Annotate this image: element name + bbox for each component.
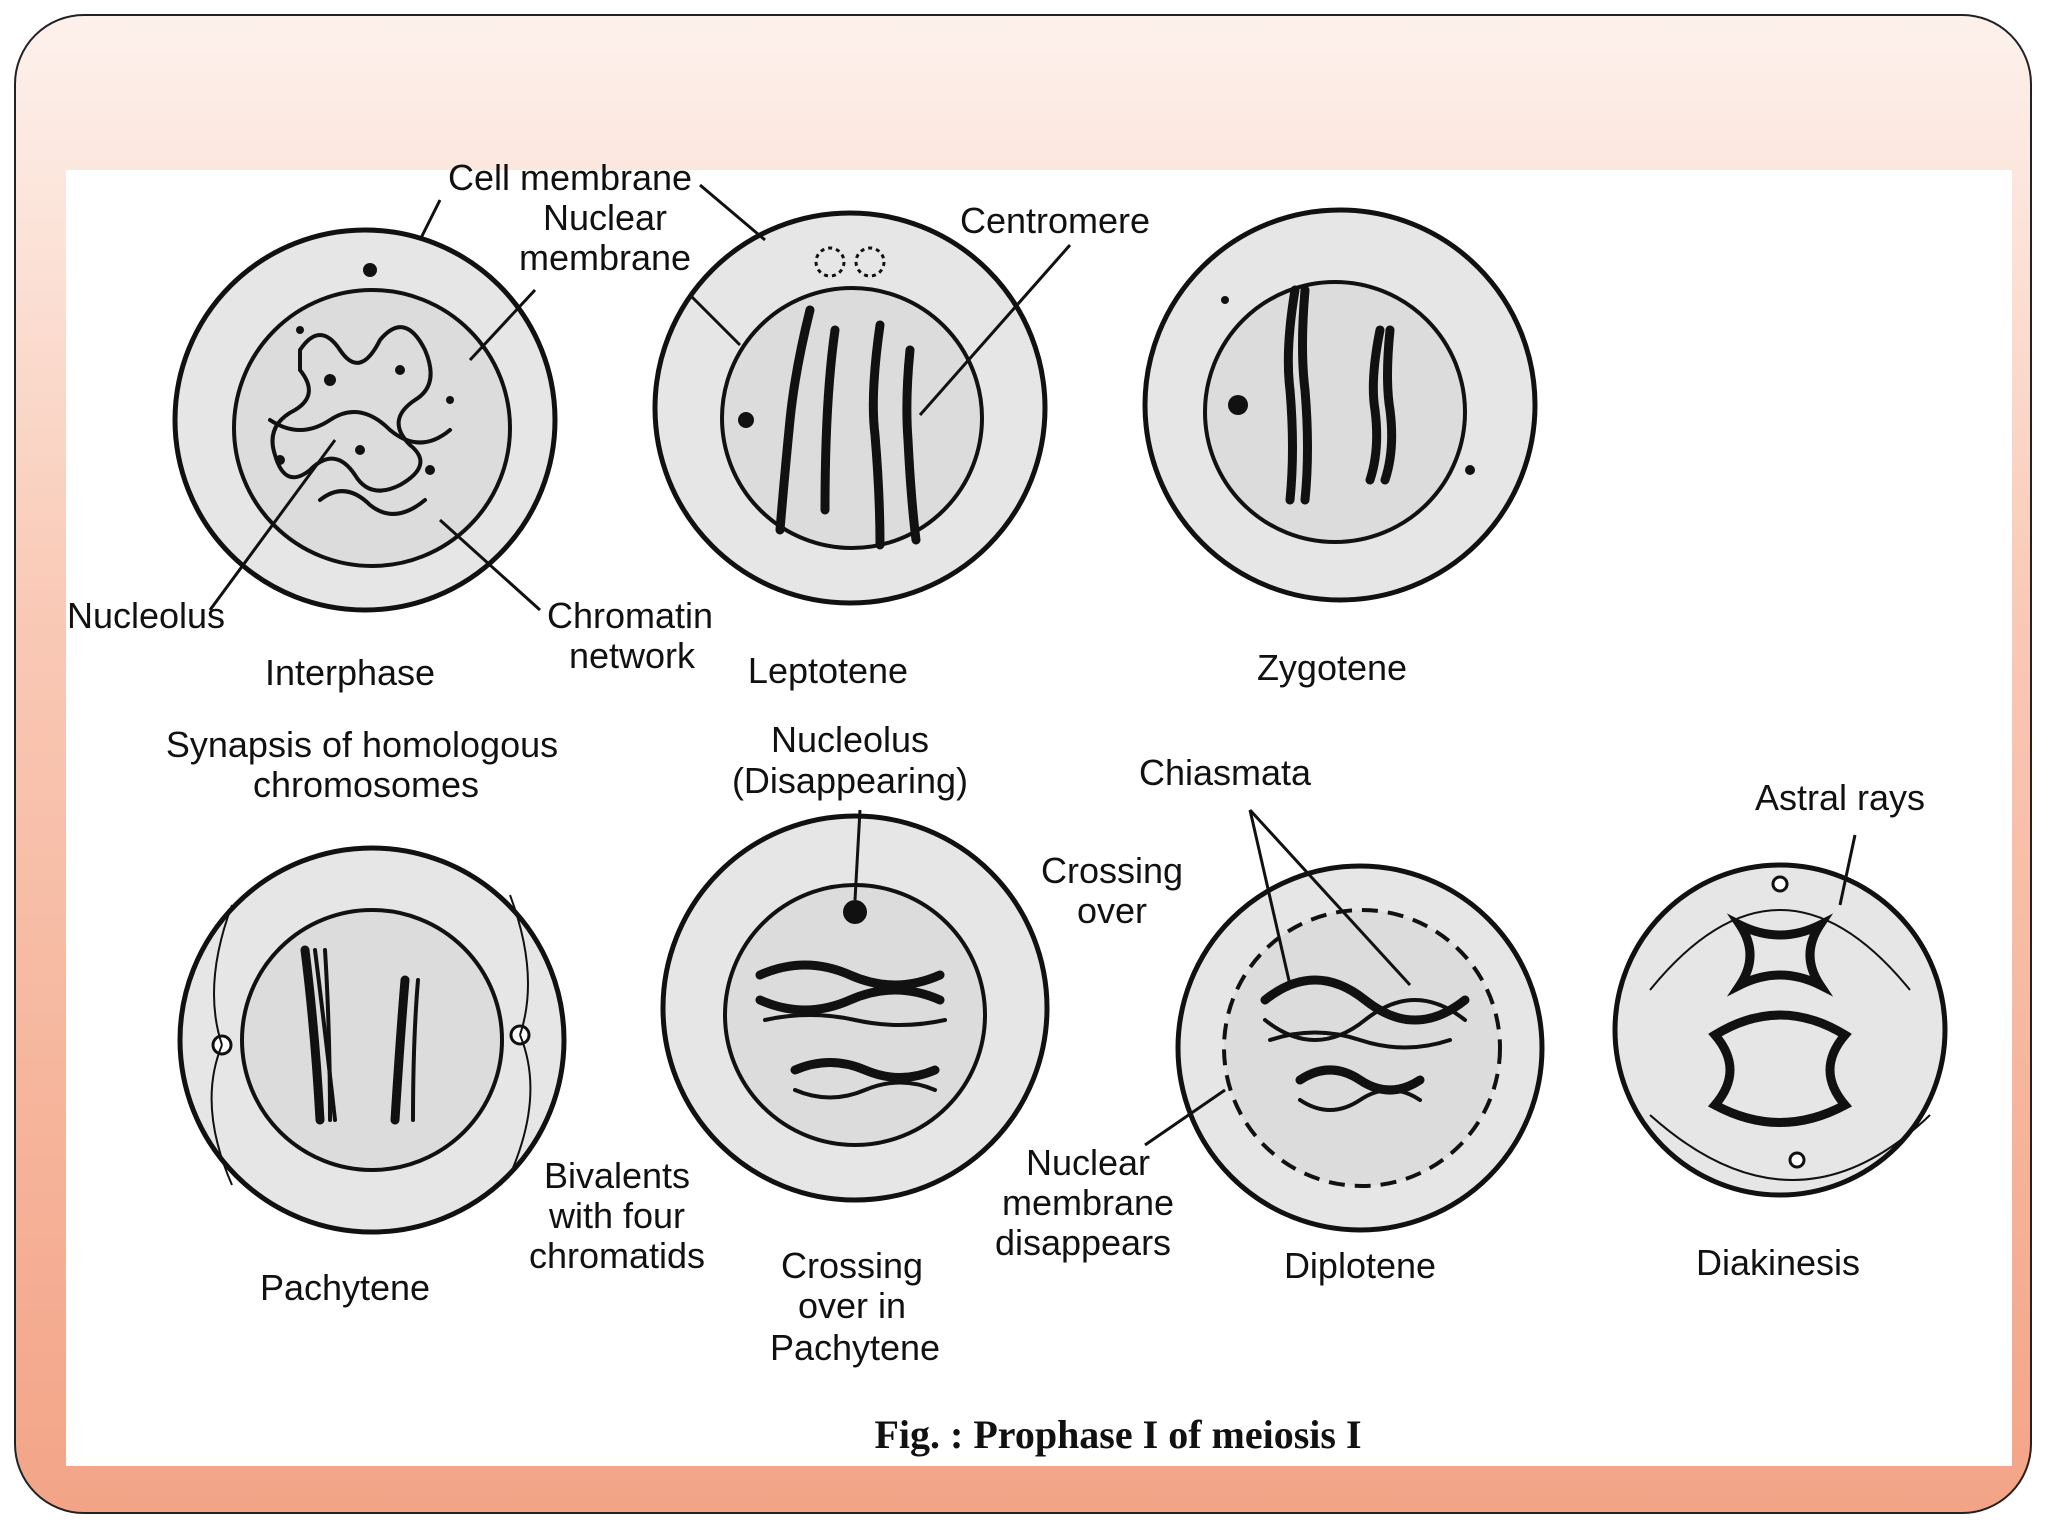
stage-interphase: Interphase (265, 652, 435, 693)
bivalents-label-1: Bivalents (544, 1155, 690, 1196)
stage-crossing-over-1: Crossing (781, 1245, 923, 1286)
nuclear-membrane-label-1: Nuclear (543, 197, 667, 238)
bivalents-label-3: chromatids (529, 1235, 705, 1276)
stage-leptotene: Leptotene (748, 650, 908, 691)
labels: Cell membrane Nuclear membrane Centromer… (67, 157, 1925, 1457)
zygotene-cell (1142, 207, 1538, 603)
pachytene-cell (177, 845, 567, 1235)
chromatin-label-1: Chromatin (547, 595, 713, 636)
chromatin-label-2: network (569, 635, 696, 676)
diplotene-cell (1175, 863, 1545, 1233)
synapsis-label-2: chromosomes (253, 764, 479, 805)
stage-diplotene: Diplotene (1284, 1245, 1436, 1286)
leader-lines (208, 183, 1857, 1147)
diakinesis-cell (1612, 862, 1948, 1198)
leptotene-cell (652, 210, 1048, 606)
nucleolus-disappearing-label-1: Nucleolus (771, 719, 929, 760)
stage-zygotene: Zygotene (1257, 647, 1407, 688)
synapsis-label-1: Synapsis of homologous (166, 724, 558, 765)
nucleolus-disappearing-label-2: (Disappearing) (732, 760, 968, 801)
nuclear-membrane-label-2: membrane (519, 237, 691, 278)
nuclear-membrane-disappears-label-2: membrane (1002, 1182, 1174, 1223)
bivalents-label-2: with four (548, 1195, 685, 1236)
crossing-over-label-2: over (1077, 890, 1147, 931)
astral-rays-label: Astral rays (1755, 777, 1925, 818)
nucleolus-label: Nucleolus (67, 595, 225, 636)
stage-diakinesis: Diakinesis (1696, 1242, 1860, 1283)
crossing-over-label-1: Crossing (1041, 850, 1183, 891)
nuclear-membrane-disappears-label-3: disappears (995, 1222, 1171, 1263)
stage-crossing-over-3: Pachytene (770, 1327, 940, 1368)
chiasmata-label: Chiasmata (1139, 752, 1312, 793)
stage-pachytene: Pachytene (260, 1267, 430, 1308)
nuclear-membrane-disappears-label-1: Nuclear (1026, 1142, 1150, 1183)
centromere-label: Centromere (960, 200, 1150, 241)
figure-caption: Fig. : Prophase I of meiosis I (874, 1412, 1361, 1457)
interphase-cell (172, 227, 558, 613)
stage-crossing-over-2: over in (798, 1285, 906, 1326)
cell-membrane-label: Cell membrane (448, 157, 692, 198)
